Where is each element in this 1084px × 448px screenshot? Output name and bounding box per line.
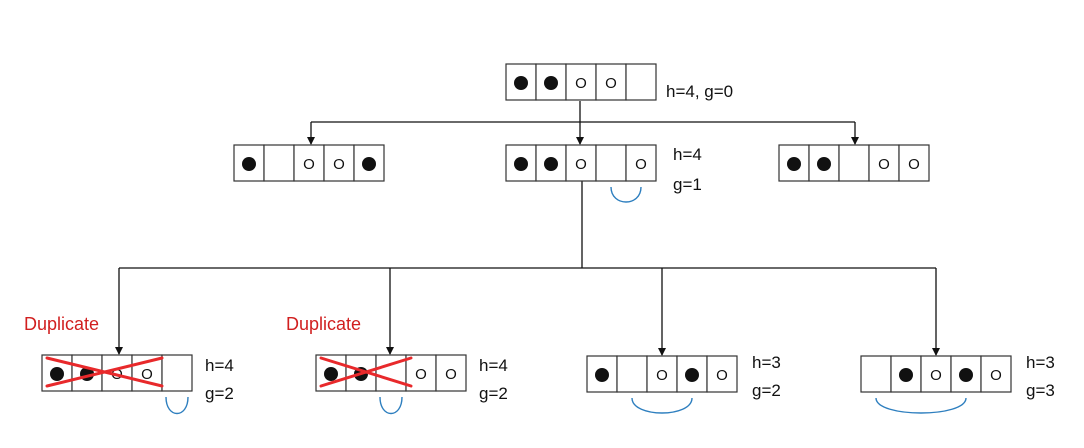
white-piece-label: O xyxy=(716,367,728,384)
board-cell xyxy=(595,63,627,101)
board-cell xyxy=(706,355,738,393)
white-piece-label: O xyxy=(990,367,1002,384)
board-cell xyxy=(868,144,900,182)
board-cell xyxy=(586,355,618,393)
board-cell xyxy=(565,144,597,182)
move-arc xyxy=(631,397,693,414)
heuristic-annotation: g=2 xyxy=(752,381,781,400)
board-cell xyxy=(263,144,295,182)
heuristic-annotation: g=2 xyxy=(205,384,234,403)
board-cell xyxy=(625,63,657,101)
board-cell xyxy=(293,144,325,182)
black-disc-icon xyxy=(50,367,64,381)
white-piece-label: O xyxy=(333,156,345,173)
tree-nodes: OOh=4, g=0OOOOh=4g=1OOOOh=4g=2DuplicateO… xyxy=(24,63,1055,414)
board-cell xyxy=(950,355,982,393)
white-piece-label: O xyxy=(141,366,153,383)
board-cell xyxy=(616,355,648,393)
black-disc-icon xyxy=(514,157,528,171)
move-arc xyxy=(379,396,403,414)
white-piece-label: O xyxy=(575,156,587,173)
heuristic-annotation: h=4 xyxy=(479,356,508,375)
board-cell xyxy=(435,354,467,392)
heuristic-annotation: g=3 xyxy=(1026,381,1055,400)
board-cell xyxy=(625,144,657,182)
cross-out-mark xyxy=(45,356,164,388)
board-cell xyxy=(860,355,892,393)
board-cell xyxy=(980,355,1012,393)
black-disc-icon xyxy=(362,157,376,171)
white-piece-label: O xyxy=(878,156,890,173)
white-piece-label: O xyxy=(656,367,668,384)
state-node-l1-mid: O Oh=4 g=1 xyxy=(505,144,702,203)
black-disc-icon xyxy=(514,76,528,90)
board-cell xyxy=(838,144,870,182)
heuristic-annotation: g=1 xyxy=(673,175,702,194)
heuristic-annotation: g=2 xyxy=(479,384,508,403)
white-piece-label: O xyxy=(605,75,617,92)
board-cell xyxy=(595,144,627,182)
heuristic-annotation: h=3 xyxy=(1026,353,1055,372)
heuristic-annotation: h=3 xyxy=(752,353,781,372)
white-piece-label: O xyxy=(415,366,427,383)
white-piece-label: O xyxy=(303,156,315,173)
white-piece-label: O xyxy=(445,366,457,383)
black-disc-icon xyxy=(899,368,913,382)
black-disc-icon xyxy=(817,157,831,171)
board-cell xyxy=(323,144,355,182)
black-disc-icon xyxy=(595,368,609,382)
move-arc xyxy=(610,186,642,203)
board-cell xyxy=(646,355,678,393)
move-arc xyxy=(875,397,967,414)
black-disc-icon xyxy=(685,368,699,382)
tree-edges xyxy=(115,101,940,356)
move-arc xyxy=(165,396,189,414)
white-piece-label: O xyxy=(575,75,587,92)
heuristic-annotation: h=4 xyxy=(673,145,702,164)
heuristic-annotation: h=4 xyxy=(205,356,234,375)
black-disc-icon xyxy=(787,157,801,171)
black-disc-icon xyxy=(544,76,558,90)
black-disc-icon xyxy=(242,157,256,171)
white-piece-label: O xyxy=(908,156,920,173)
state-node-l2-3: O Oh=3 g=2 xyxy=(586,353,781,414)
cross-out-mark xyxy=(319,356,413,388)
white-piece-label: O xyxy=(930,367,942,384)
duplicate-label: Duplicate xyxy=(24,314,99,334)
duplicate-label: Duplicate xyxy=(286,314,361,334)
heuristic-annotation: h=4, g=0 xyxy=(666,82,733,101)
black-disc-icon xyxy=(544,157,558,171)
board-cell xyxy=(898,144,930,182)
board-cell xyxy=(161,354,193,392)
white-piece-label: O xyxy=(635,156,647,173)
black-disc-icon xyxy=(324,367,338,381)
black-disc-icon xyxy=(959,368,973,382)
state-node-l2-4: O Oh=3 g=3 xyxy=(860,353,1055,414)
